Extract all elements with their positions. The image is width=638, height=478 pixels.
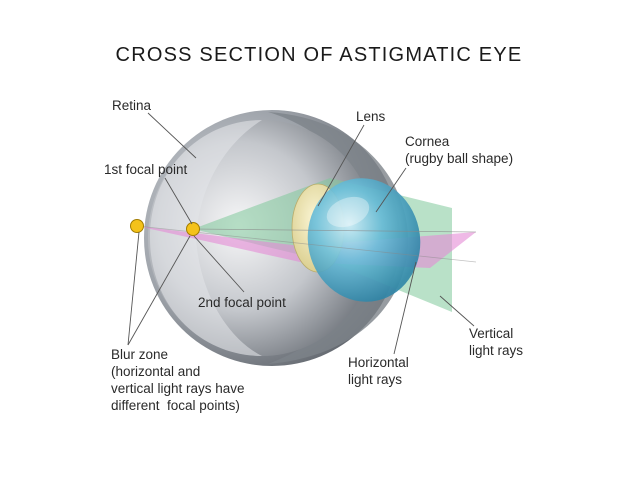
label-vertical-rays-line-2: light rays [469, 343, 524, 358]
label-first-focal-point: 1st focal point [104, 162, 188, 177]
label-blur-zone: Blur zone (horizontal and vertical light… [111, 346, 245, 414]
leader-blur-zone-a [127, 231, 140, 346]
label-cornea: Cornea (rugby ball shape) [405, 133, 513, 167]
label-cornea-line-1: Cornea [405, 134, 450, 149]
label-cornea-line-2: (rugby ball shape) [405, 151, 514, 166]
leader-blur-zone-b [127, 235, 191, 346]
leader-vertical-rays [439, 295, 475, 327]
leader-retina [147, 112, 197, 159]
label-blur-zone-line-3: vertical light rays have [111, 381, 245, 396]
leader-horizontal-rays [393, 261, 417, 355]
label-vertical-rays-line-1: Vertical [469, 326, 514, 341]
leader-second-focal [193, 235, 245, 293]
cutaway-edge [150, 120, 262, 356]
label-blur-zone-line-2: (horizontal and [111, 364, 201, 379]
label-second-focal-point: 2nd focal point [198, 295, 286, 310]
label-blur-zone-line-4: different focal points) [111, 398, 240, 413]
label-vertical-light-rays: Vertical light rays [469, 325, 523, 359]
leader-first-focal [164, 177, 193, 225]
label-lens: Lens [356, 109, 386, 124]
cornea [307, 178, 421, 302]
label-retina: Retina [112, 98, 152, 113]
diagram-title: CROSS SECTION OF ASTIGMATIC EYE [115, 44, 523, 66]
label-horizontal-light-rays: Horizontal light rays [348, 354, 409, 388]
first-focal-point-dot [186, 222, 200, 236]
label-horizontal-rays-line-1: Horizontal [348, 355, 409, 370]
label-blur-zone-line-1: Blur zone [111, 347, 169, 362]
label-horizontal-rays-line-2: light rays [348, 372, 403, 387]
leader-cornea [375, 167, 407, 213]
leader-lens [317, 124, 365, 207]
cornea-highlight [326, 196, 370, 228]
ray-line [192, 228, 477, 233]
second-focal-point-dot [130, 219, 144, 233]
